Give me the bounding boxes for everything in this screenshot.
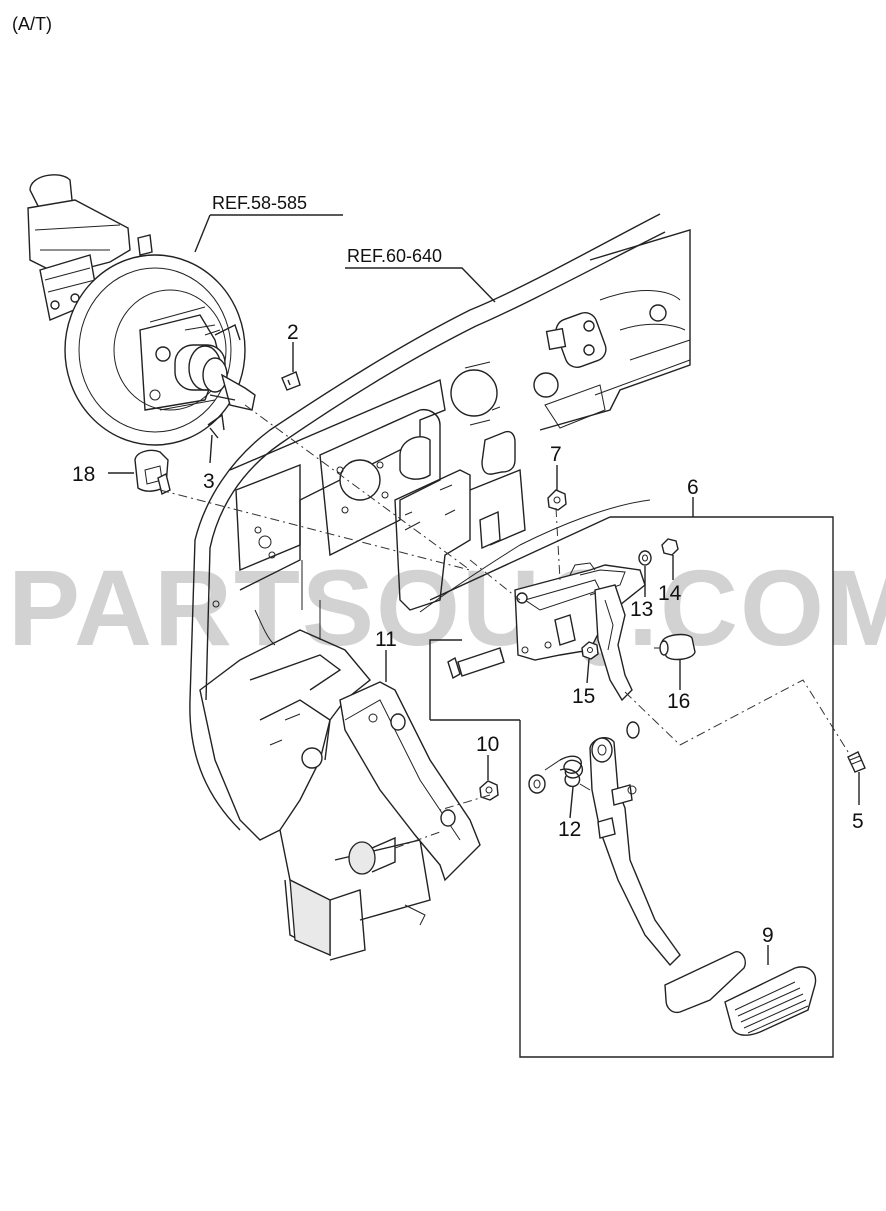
lower-bracket-structure[interactable] [199, 629, 431, 961]
callout-5: 5 [852, 810, 864, 833]
callout-3: 3 [203, 470, 215, 493]
callout-10: 10 [476, 733, 499, 756]
callout-9: 9 [762, 924, 774, 947]
washer-13[interactable] [638, 550, 652, 566]
brace-bracket-11[interactable] [339, 681, 481, 882]
nut-14[interactable] [661, 538, 679, 556]
brake-booster-master-cylinder[interactable] [27, 174, 256, 446]
stopper-16[interactable] [654, 633, 696, 661]
callout-15: 15 [572, 685, 595, 708]
snap-pin-3[interactable] [207, 413, 225, 439]
ref-label-brake-booster: REF.58-585 [212, 193, 307, 213]
dash-panel[interactable] [189, 213, 691, 831]
callout-16: 16 [667, 690, 690, 713]
bolt-5[interactable] [847, 751, 866, 773]
callout-12: 12 [558, 818, 581, 841]
return-spring-12[interactable] [528, 755, 591, 794]
nut-7[interactable] [547, 489, 567, 511]
pedal-support-bracket[interactable] [514, 562, 646, 702]
nut-15[interactable] [581, 641, 599, 660]
assembly-6-callout-box [429, 516, 834, 1058]
callout-11: 11 [375, 628, 397, 651]
dashed-leader-lines [159, 404, 851, 849]
ref-label-dash-panel: REF.60-640 [347, 246, 442, 266]
pivot-bolt[interactable] [447, 647, 505, 680]
pedal-pad-9[interactable] [724, 966, 817, 1036]
callout-7: 7 [550, 443, 562, 466]
brake-pedal-arm[interactable] [589, 721, 746, 1014]
watermark-text: PARTSOUQ.COM [8, 547, 886, 668]
callout-13: 13 [630, 598, 653, 621]
stop-lamp-switch-18[interactable] [134, 449, 171, 496]
clevis-pin-2[interactable] [281, 371, 301, 391]
diagram-caption: (A/T) [12, 14, 52, 34]
nut-10[interactable] [479, 780, 499, 801]
callout-2: 2 [287, 321, 299, 344]
callout-leaders [108, 214, 860, 965]
callout-14: 14 [658, 582, 682, 605]
callout-6: 6 [687, 476, 699, 499]
callout-18: 18 [72, 463, 95, 486]
